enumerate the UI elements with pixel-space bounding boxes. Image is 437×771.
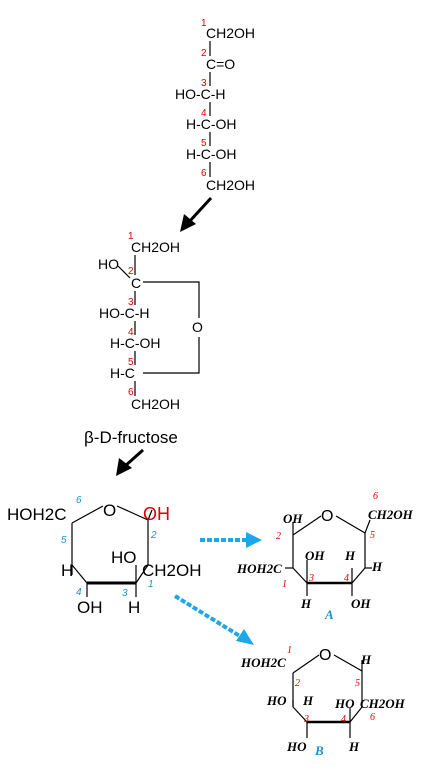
hk-locant-1: 1 xyxy=(128,231,134,242)
hk-locant-2: 2 xyxy=(128,266,134,277)
form-a-c1-hoh2c: HOH2C xyxy=(236,561,282,576)
hk-c5: H-C xyxy=(110,365,135,381)
hk-c6: CH2OH xyxy=(131,396,180,412)
form-a-locant-2: 2 xyxy=(276,531,281,542)
haworth-c2-ch2oh: CH2OH xyxy=(142,561,202,580)
haworth-locant-4: 4 xyxy=(76,587,82,598)
form-b-label: B xyxy=(314,743,324,758)
haworth-ring-o: O xyxy=(103,501,116,520)
hk-c2: C xyxy=(131,275,141,291)
form-b-ring-o: O xyxy=(319,647,331,664)
oc-c1: CH2OH xyxy=(206,25,255,41)
haworth-anomeric-oh: OH xyxy=(143,504,170,524)
form-a-label: A xyxy=(324,607,334,622)
form-b-c2-ho: HO xyxy=(266,693,287,708)
haworth-c6-group: HOH2C xyxy=(7,505,67,524)
oc-c4: H-C-OH xyxy=(186,116,237,132)
hk-bonds xyxy=(117,255,200,396)
hk-c3: HO-C-H xyxy=(99,305,150,321)
haworth-c2-ho: HO xyxy=(111,548,137,567)
form-b-c6-ch2oh: CH2OH xyxy=(360,696,406,711)
form-a-c5-h: H xyxy=(371,559,383,574)
form-a-c2-oh: OH xyxy=(283,511,303,526)
form-b-locant-2: 2 xyxy=(295,678,300,689)
form-b-c3-ho: HO xyxy=(286,739,307,754)
form-b-c4-h: H xyxy=(348,739,360,754)
oc-locant-1: 1 xyxy=(201,18,207,29)
form-a-ring xyxy=(285,515,372,596)
oc-locant-5: 5 xyxy=(201,138,207,149)
form-a-locant-6: 6 xyxy=(373,491,378,502)
hemiketal-structure: CH2OH HO C HO-C-H H-C-OH H-C CH2OH O 1 2… xyxy=(98,231,203,412)
form-b-ring xyxy=(292,654,363,738)
oc-c3: HO-C-H xyxy=(175,86,226,102)
form-b-locant-5: 5 xyxy=(355,678,360,689)
hk-c2-ho: HO xyxy=(98,256,119,272)
hk-c1: CH2OH xyxy=(131,239,180,255)
form-a-c5-ch2oh: CH2OH xyxy=(368,507,414,522)
haworth-locant-5: 5 xyxy=(61,535,67,546)
open-chain-fructose: CH2OH C=O HO-C-H H-C-OH H-C-OH CH2OH 1 2… xyxy=(175,18,255,193)
oc-locant-6: 6 xyxy=(201,168,207,179)
haworth-locant-1: 1 xyxy=(148,579,154,590)
form-a-locant-5: 5 xyxy=(370,530,375,541)
oc-c2: C=O xyxy=(206,56,235,72)
blue-arrow-to-form-b xyxy=(173,594,254,645)
form-a-c3-oh: OH xyxy=(305,548,325,563)
arrow-down-2 xyxy=(116,448,144,476)
form-b-locant-3: 3 xyxy=(303,714,309,725)
haworth-locant-3: 3 xyxy=(122,588,128,599)
form-a-locant-3: 3 xyxy=(308,573,314,584)
form-b-structure: HOH2C O H HO H HO CH2OH HO H B 1 2 5 3 4… xyxy=(240,645,406,758)
blue-arrow-to-form-a xyxy=(200,532,262,548)
form-b-locant-6: 6 xyxy=(370,712,375,723)
form-a-locant-1: 1 xyxy=(282,579,287,590)
oc-locant-3: 3 xyxy=(201,78,207,89)
haworth-c5-h: H xyxy=(61,561,73,580)
form-a-c4-oh: OH xyxy=(351,596,371,611)
hk-c4: H-C-OH xyxy=(110,335,161,351)
form-b-locant-1: 1 xyxy=(287,645,292,656)
form-a-locant-4: 4 xyxy=(344,573,349,584)
oc-locant-4: 4 xyxy=(201,108,207,119)
hk-locant-5: 5 xyxy=(128,357,134,368)
oc-c5: H-C-OH xyxy=(186,146,237,162)
hk-locant-4: 4 xyxy=(128,327,134,338)
form-a-ring-o: O xyxy=(321,508,333,525)
hk-locant-6: 6 xyxy=(128,387,134,398)
haworth-c4-oh: OH xyxy=(77,598,103,617)
form-b-c4-ho: HO xyxy=(334,696,355,711)
haworth-projection: HOH2C O HO CH2OH H OH H OH 6 5 2 4 3 1 xyxy=(7,495,202,617)
form-b-locant-4: 4 xyxy=(341,714,346,725)
haworth-c3-h: H xyxy=(128,598,140,617)
hk-ring-o: O xyxy=(192,319,203,335)
form-a-structure: O OH CH2OH OH H H HOH2C H OH A 6 2 5 1 3… xyxy=(236,491,414,622)
hk-locant-3: 3 xyxy=(128,297,134,308)
caption-beta-d-fructose: β-D-fructose xyxy=(84,428,178,447)
arrow-down-1 xyxy=(180,196,213,232)
haworth-locant-6: 6 xyxy=(76,495,82,506)
form-a-c4-h: H xyxy=(344,548,356,563)
form-b-c2-h: H xyxy=(302,693,314,708)
haworth-ring xyxy=(71,505,153,597)
form-a-c3-h: H xyxy=(300,596,312,611)
oc-locant-2: 2 xyxy=(201,48,207,59)
form-b-c5-h: H xyxy=(360,652,372,667)
form-b-c1-hoh2c: HOH2C xyxy=(240,655,286,670)
oc-c6: CH2OH xyxy=(206,177,255,193)
haworth-locant-2: 2 xyxy=(150,530,157,541)
